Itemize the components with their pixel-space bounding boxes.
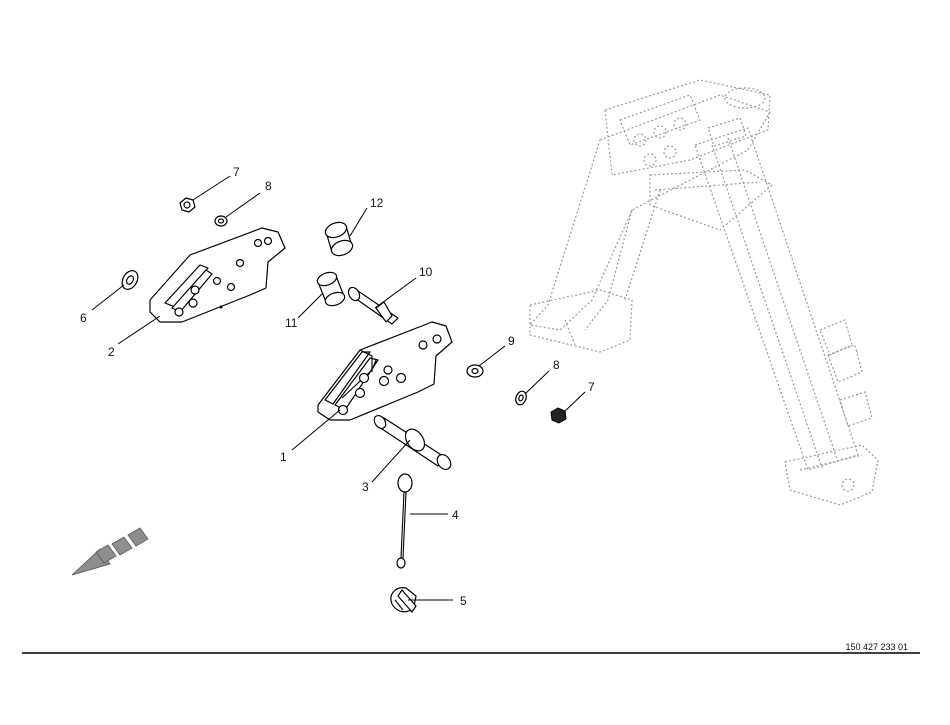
callout-8-lower: 8 [553,358,560,372]
lanyard-part-4 [396,473,413,569]
callout-1: 1 [280,450,287,464]
plate-part-1 [317,321,453,421]
callout-4: 4 [452,508,459,522]
callout-11: 11 [285,316,298,330]
ghosted-frame [528,79,879,506]
drawing-code: 150 427 233 01 [845,642,908,652]
callout-12: 12 [370,196,384,210]
nut-part-7-upper [179,197,196,213]
direction-arrow-icon [71,527,149,576]
nut-part-7-lower [550,407,567,424]
callout-labels: 1 2 3 4 5 6 7 7 8 8 9 10 11 12 [80,165,595,608]
bolt-part-10 [347,286,399,325]
callout-5: 5 [460,594,467,608]
callout-6: 6 [80,311,87,325]
callout-10: 10 [419,265,433,279]
lynch-pin-part-5 [390,587,417,613]
sleeve-part-11 [316,271,346,307]
pin-part-3 [373,414,452,471]
bushing-part-12 [324,221,354,257]
plate-part-2 [149,227,286,323]
callout-2: 2 [108,345,115,359]
callout-7-upper: 7 [233,165,240,179]
callout-8-upper: 8 [265,179,272,193]
washer-part-8-upper [214,215,228,227]
washer-part-6 [121,270,139,290]
callout-9: 9 [508,334,515,348]
washer-part-9 [466,364,484,378]
callout-7-lower: 7 [588,380,595,394]
leader-lines [91,175,586,601]
callout-3: 3 [362,480,369,494]
washer-part-8-lower [515,390,527,406]
